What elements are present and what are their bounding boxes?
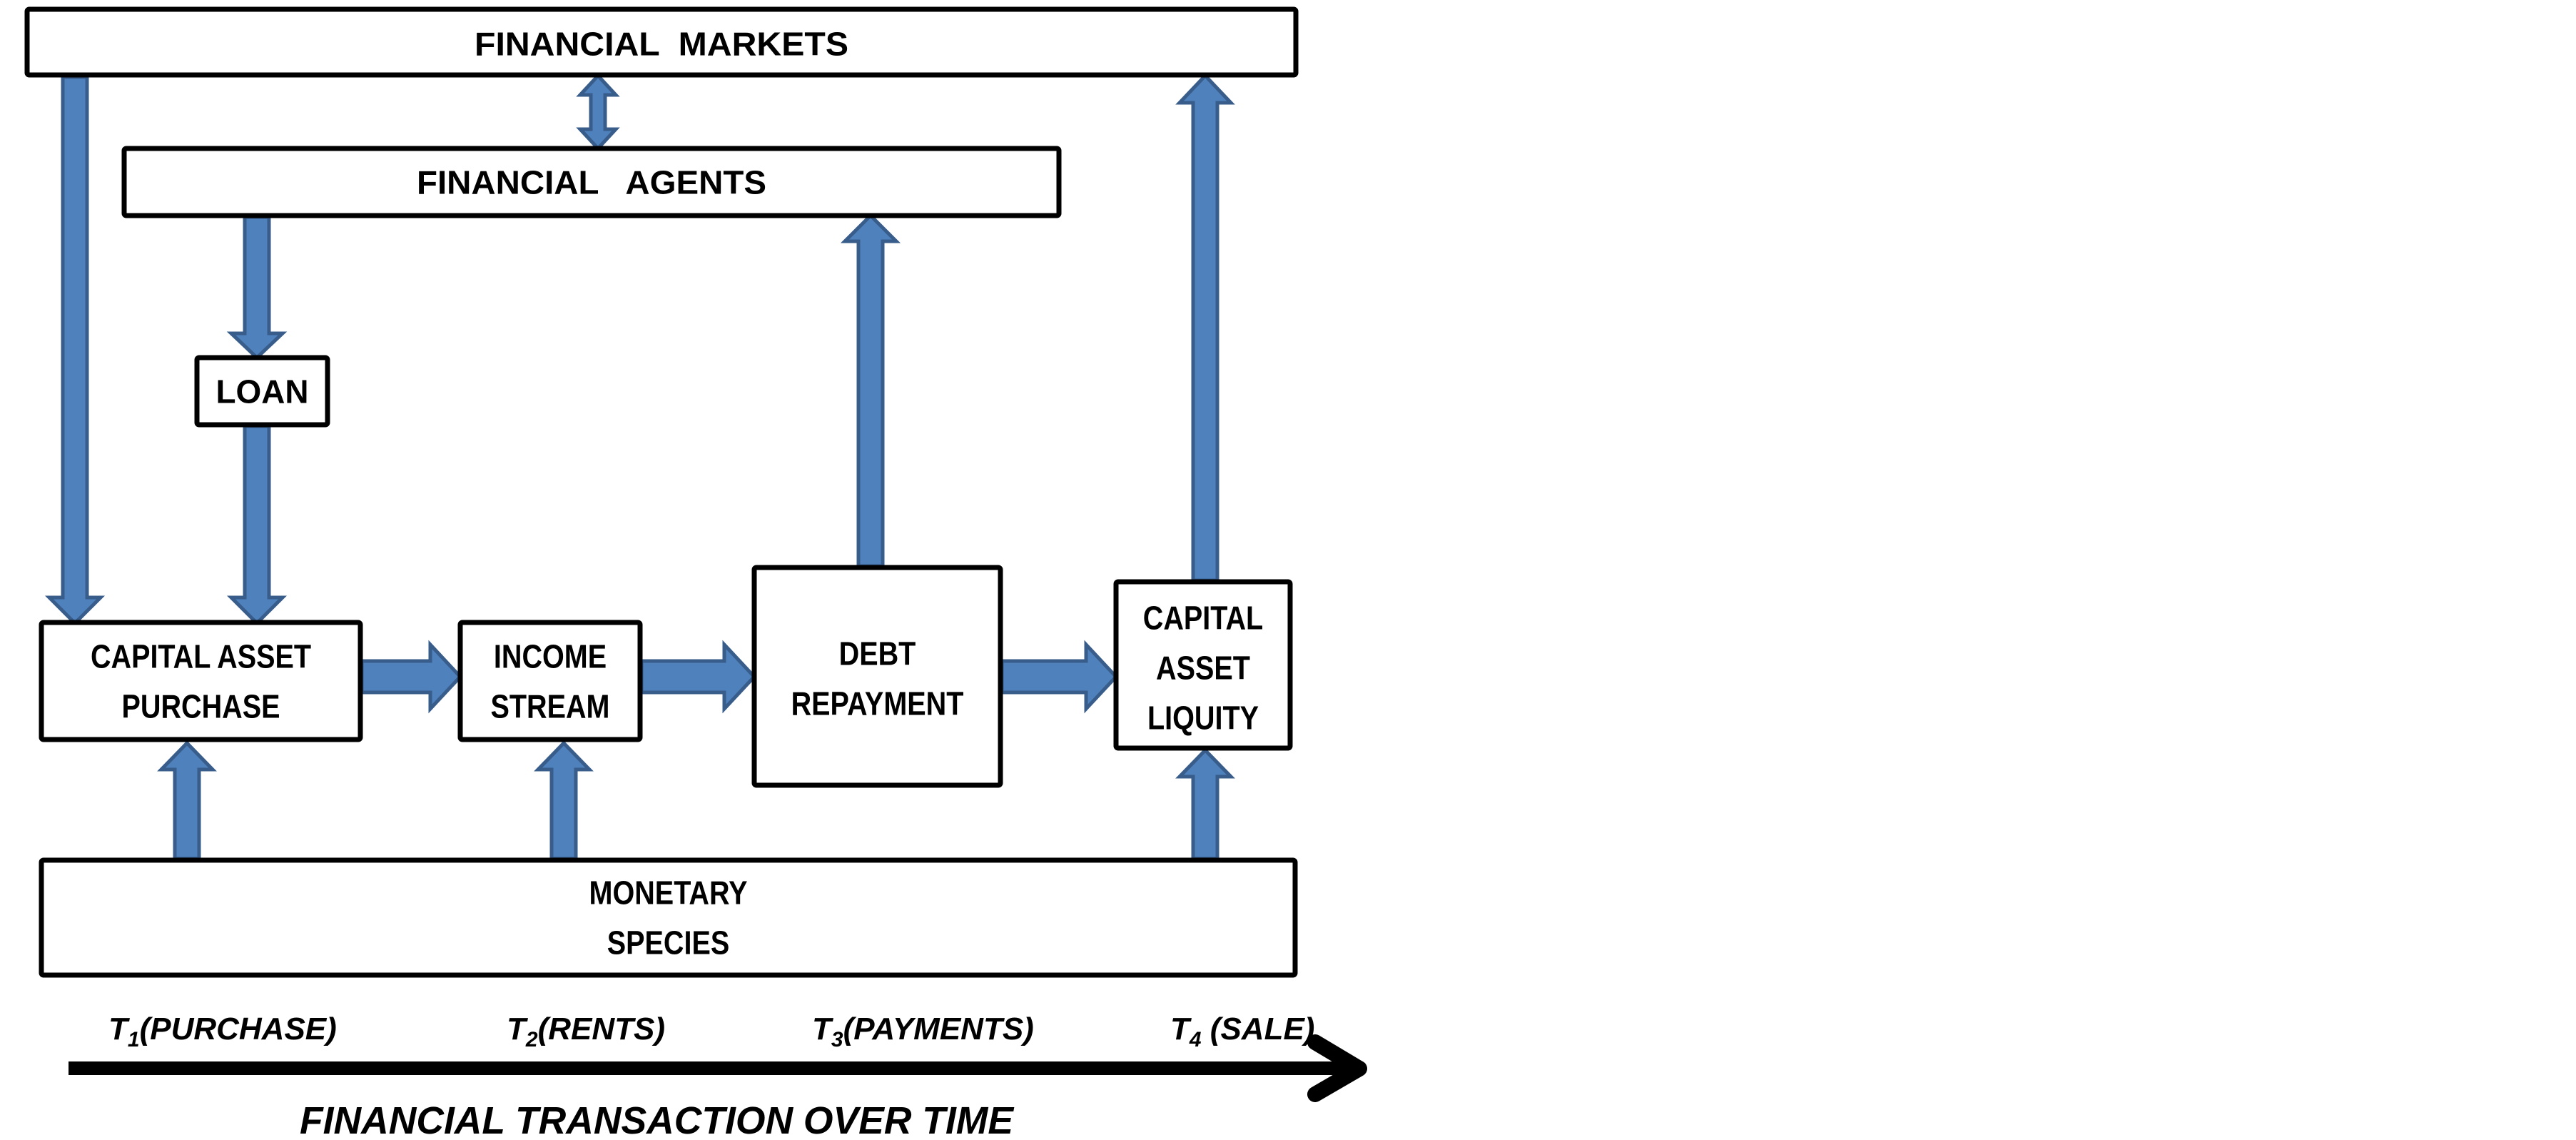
markets-to-purchase-arrow bbox=[44, 75, 106, 626]
income-stream-label-line: STREAM bbox=[491, 689, 610, 725]
markets-agents-double-arrow bbox=[576, 73, 620, 151]
debt-repayment-node: DEBT REPAYMENT bbox=[751, 565, 1003, 788]
loan-label-line: LOAN bbox=[216, 373, 309, 410]
financial-markets-node: FINANCIAL MARKETS bbox=[24, 6, 1299, 78]
financial-agents-box bbox=[121, 146, 1062, 218]
capital-asset-liquity-label-line: ASSET bbox=[1156, 650, 1250, 687]
monetary-species-box bbox=[39, 857, 1298, 978]
capital-asset-liquity-node: CAPITAL ASSET LIQUITY bbox=[1113, 579, 1293, 751]
debt-repayment-label-line: DEBT bbox=[839, 636, 916, 672]
capital-asset-liquity-label-line: LIQUITY bbox=[1147, 700, 1259, 737]
monetary-species-label-line: MONETARY bbox=[589, 875, 748, 912]
timeline: T1(PURCHASE) T2(RENTS) T3(PAYMENTS) T4 (… bbox=[69, 1012, 1367, 1140]
income-stream-box bbox=[457, 620, 643, 742]
timeline-point-t2: T2(RENTS) bbox=[507, 1012, 665, 1051]
capital-asset-liquity-box bbox=[1113, 579, 1293, 751]
income-stream-node: INCOME STREAM bbox=[457, 620, 643, 742]
debt-repayment-box bbox=[751, 565, 1003, 788]
timeline-point-t1: T1(PURCHASE) bbox=[108, 1012, 337, 1051]
debt-repayment-label-line: REPAYMENT bbox=[791, 686, 964, 722]
debt-to-liquity-arrow bbox=[1000, 640, 1119, 714]
capital-asset-purchase-label-line: PURCHASE bbox=[122, 689, 280, 725]
arrows-layer bbox=[44, 73, 1235, 861]
timeline-point-t3: T3(PAYMENTS) bbox=[812, 1012, 1034, 1051]
monetary-to-income-arrow bbox=[534, 740, 594, 861]
income-to-debt-arrow bbox=[639, 640, 757, 714]
capital-asset-purchase-node: CAPITAL ASSET PURCHASE bbox=[39, 620, 363, 742]
debt-to-agents-arrow bbox=[840, 213, 901, 568]
monetary-to-purchase-arrow bbox=[157, 740, 217, 861]
loan-box bbox=[194, 355, 330, 428]
financial-markets-box bbox=[24, 6, 1299, 78]
timeline-caption: FINANCIAL TRANSACTION OVER TIME bbox=[300, 1099, 1015, 1140]
loan-node: LOAN bbox=[194, 355, 330, 428]
capital-asset-purchase-label-line: CAPITAL ASSET bbox=[91, 639, 311, 675]
monetary-to-liquity-arrow bbox=[1175, 747, 1235, 861]
timeline-bar bbox=[69, 1061, 1353, 1075]
financial-agents-label-line: FINANCIAL AGENTS bbox=[417, 164, 766, 201]
timeline-arrowhead bbox=[1307, 1034, 1367, 1102]
agents-to-loan-arrow bbox=[226, 215, 288, 360]
financial-agents-node: FINANCIAL AGENTS bbox=[121, 146, 1062, 218]
monetary-species-label-line: SPECIES bbox=[607, 925, 729, 962]
liquity-to-markets-arrow bbox=[1175, 73, 1235, 582]
monetary-species-node: MONETARY SPECIES bbox=[39, 857, 1298, 978]
timeline-point-t4: T4 (SALE) bbox=[1170, 1012, 1314, 1051]
capital-asset-purchase-box bbox=[39, 620, 363, 742]
capital-asset-liquity-label-line: CAPITAL bbox=[1143, 600, 1263, 637]
financial-markets-label-line: FINANCIAL MARKETS bbox=[475, 25, 848, 62]
purchase-to-income-arrow bbox=[360, 640, 463, 714]
loan-to-purchase-arrow bbox=[226, 424, 288, 626]
income-stream-label-line: INCOME bbox=[494, 639, 607, 675]
boxes-layer: FINANCIAL MARKETS FINANCIAL AGENTS LOAN CAP… bbox=[24, 6, 1299, 978]
